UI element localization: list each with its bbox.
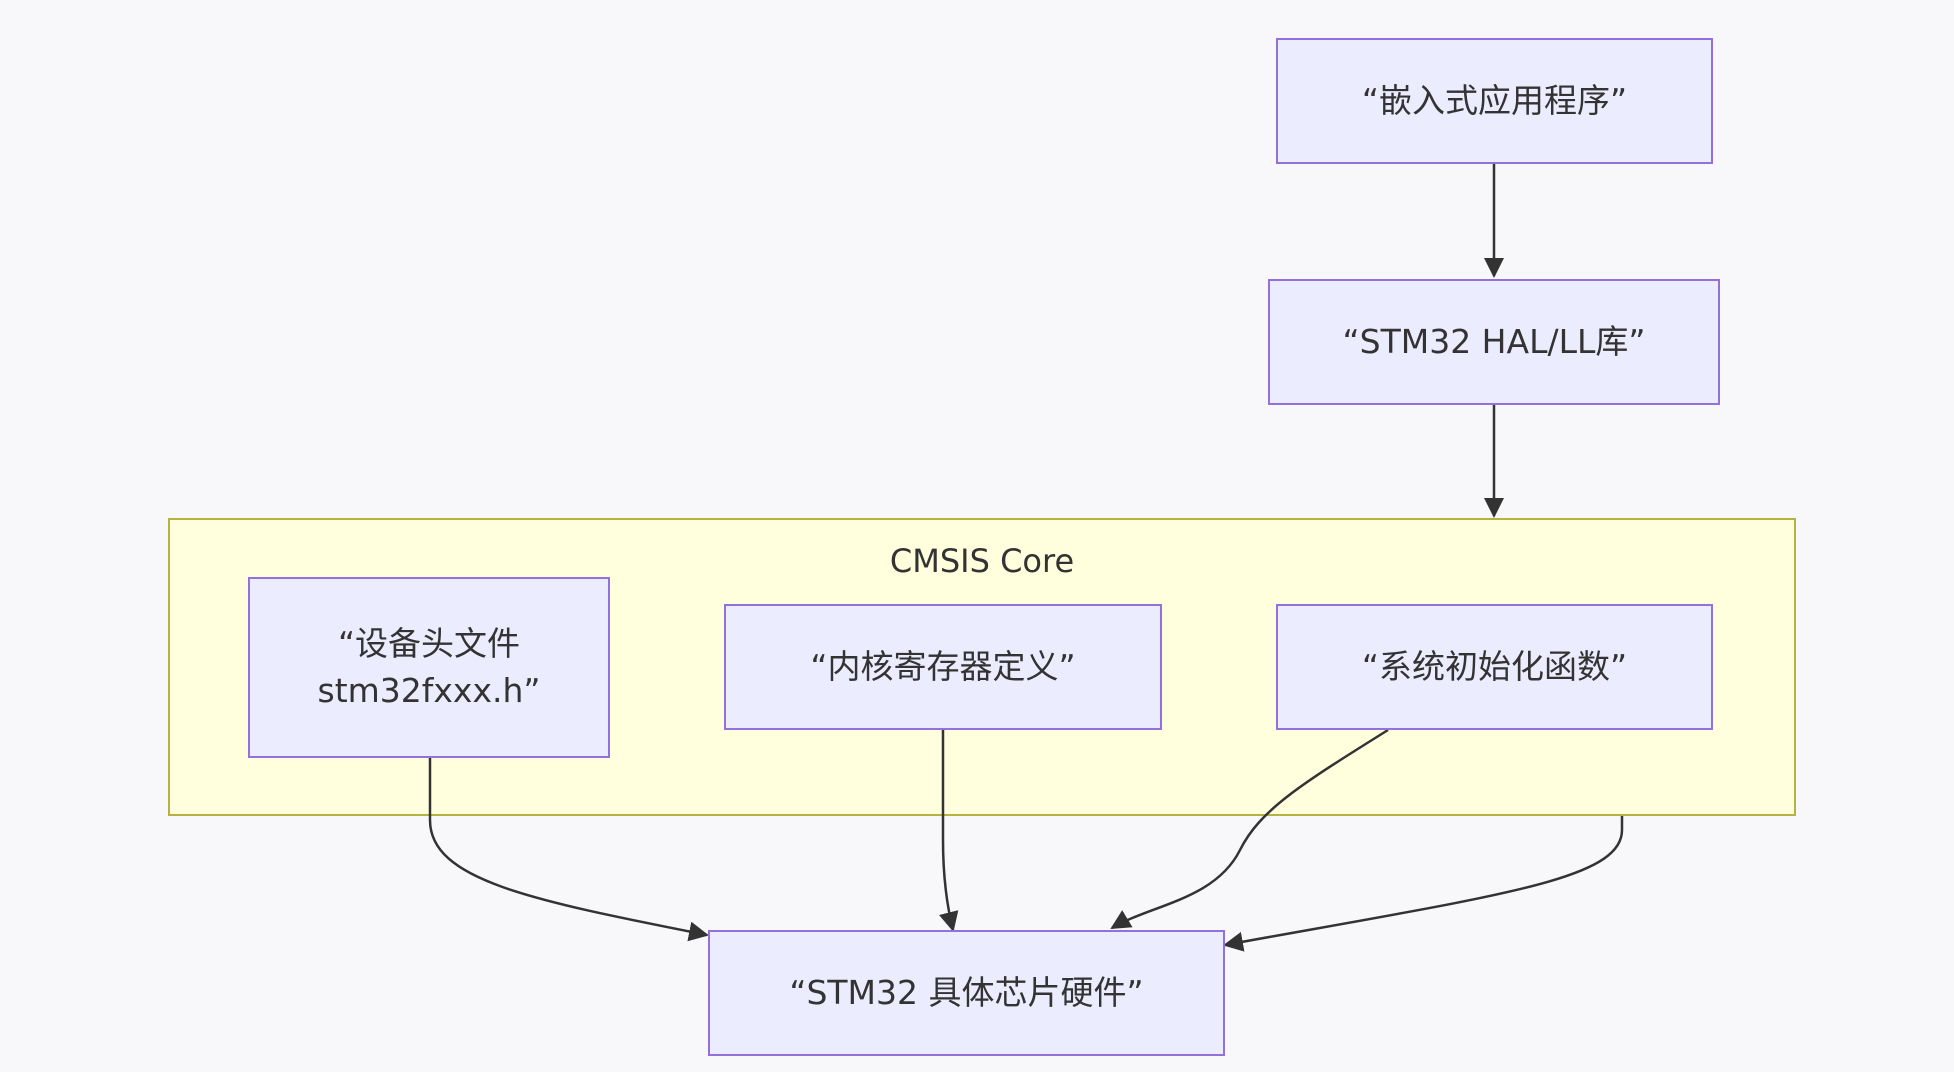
node-device-header-label: “设备头文件 stm32fxxx.h” [317,624,541,710]
edge-system-init-to-hardware [1110,728,1389,930]
node-embedded-app: “嵌入式应用程序” [1276,38,1713,164]
node-hal-ll-library: “STM32 HAL/LL库” [1268,279,1720,405]
edge-device-header-to-hardware [428,757,709,942]
node-system-init-functions: “系统初始化函数” [1276,604,1713,730]
edge-cmsis-to-hardware [1223,816,1624,952]
subgraph-title: CMSIS Core [889,542,1075,580]
node-device-header: “设备头文件 stm32fxxx.h” [248,577,610,758]
edge-core-registers-to-hardware [938,730,959,932]
node-stm32-hardware: “STM32 具体芯片硬件” [708,930,1225,1056]
node-core-register-definitions: “内核寄存器定义” [724,604,1162,730]
